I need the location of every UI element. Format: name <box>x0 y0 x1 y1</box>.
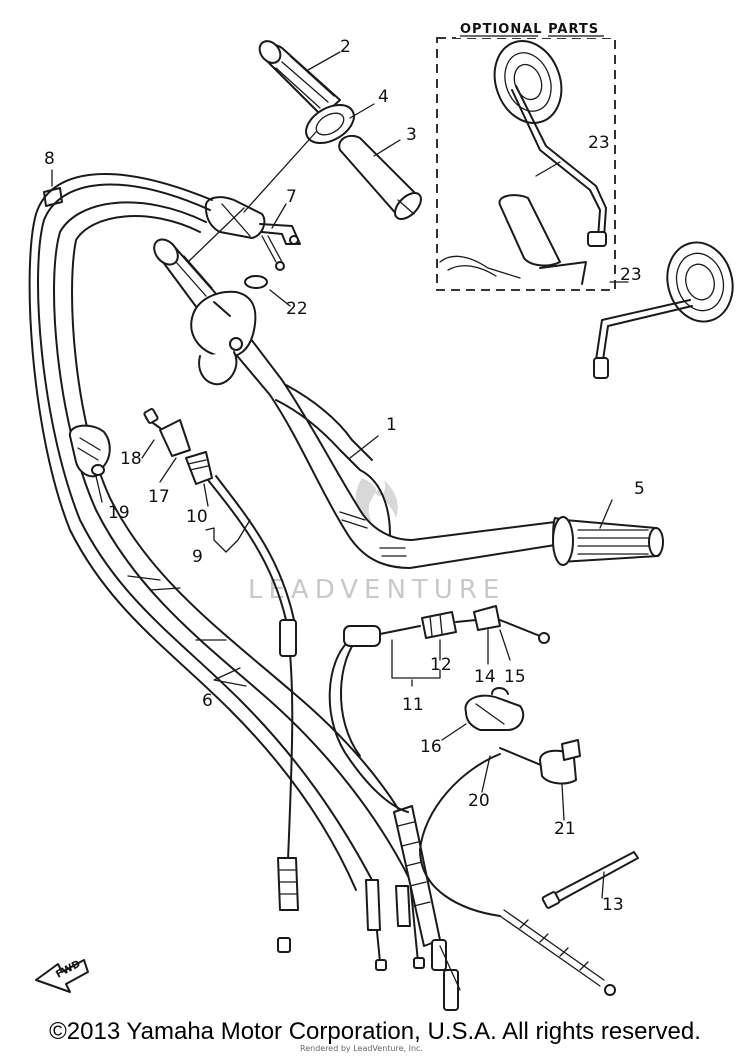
rendered-by-note: Rendered by LeadVenture, Inc. <box>300 1044 423 1053</box>
throttle-tube-3 <box>338 134 422 220</box>
collar-4 <box>305 104 355 144</box>
watermark-text: LEADVENTURE <box>248 575 505 605</box>
cable-fittings-17-18 <box>143 408 213 485</box>
handlebar <box>227 329 556 569</box>
watermark-flame-icon <box>355 478 398 522</box>
callout-4: 4 <box>378 87 389 107</box>
callout-14: 14 <box>474 667 496 687</box>
bracket-7 <box>259 223 301 271</box>
callout-18: 18 <box>120 449 142 469</box>
leader-lines <box>51 51 629 529</box>
callout-9: 9 <box>192 547 203 567</box>
left-grip <box>153 238 219 313</box>
callout-23-right: 23 <box>620 265 642 285</box>
copyright-notice: ©2013 Yamaha Motor Corporation, U.S.A. A… <box>49 1018 701 1045</box>
callout-8: 8 <box>44 149 55 169</box>
optional-parts-title: OPTIONAL PARTS <box>460 22 599 37</box>
callout-2: 2 <box>340 37 351 57</box>
callout-3: 3 <box>406 125 417 145</box>
mirror-optional-right <box>593 241 734 379</box>
clutch-cable <box>328 605 550 813</box>
grip-2 <box>258 40 341 117</box>
grip-sketch <box>439 194 587 285</box>
callout-21: 21 <box>554 819 576 839</box>
callout-10: 10 <box>186 507 208 527</box>
callout-16: 16 <box>420 737 442 757</box>
grip-end-8 <box>43 187 63 207</box>
fwd-arrow-icon: FWD <box>35 959 89 993</box>
cable-tie-13 <box>541 851 639 909</box>
callout-17: 17 <box>148 487 170 507</box>
callout-1: 1 <box>386 415 397 435</box>
callout-15: 15 <box>504 667 526 687</box>
leader-lines-lower <box>95 439 605 899</box>
callout-13: 13 <box>602 895 624 915</box>
callout-labels: 1 2 3 4 5 6 7 8 9 10 11 12 13 14 15 16 1… <box>44 37 645 915</box>
callout-6: 6 <box>202 691 213 711</box>
optional-parts-frame <box>436 37 616 291</box>
callout-7: 7 <box>286 187 297 207</box>
cable-20-21 <box>419 739 616 996</box>
watermark: LEADVENTURE <box>248 478 505 605</box>
switch-housing <box>190 290 257 386</box>
callout-20: 20 <box>468 791 490 811</box>
switch-16 <box>464 687 525 731</box>
callout-12: 12 <box>430 655 452 675</box>
lever-holder-19 <box>68 424 111 478</box>
optional-parts-title-bg <box>456 18 616 38</box>
choke-cable <box>207 475 299 953</box>
callout-11: 11 <box>402 695 424 715</box>
callout-23-box: 23 <box>588 133 610 153</box>
washer-22 <box>244 275 268 289</box>
callout-5: 5 <box>634 479 645 499</box>
mirror-optional-left <box>493 40 607 247</box>
callout-19: 19 <box>108 503 130 523</box>
throttle-housing <box>204 196 266 239</box>
optional-parts-box: OPTIONAL PARTS <box>436 18 616 291</box>
right-grip <box>552 516 664 566</box>
callout-22: 22 <box>286 299 308 319</box>
